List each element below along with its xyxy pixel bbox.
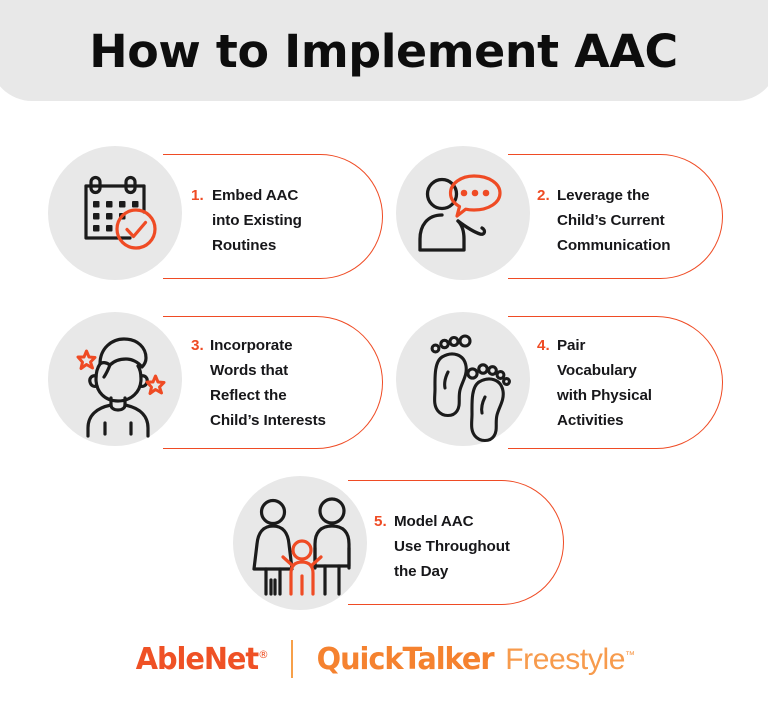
step-line: the Day (394, 563, 449, 580)
step-line: Use Throughout (394, 538, 510, 555)
freestyle-wordmark: Freestyle™ (505, 643, 635, 677)
step-line: Activities (557, 412, 624, 429)
step-icon-circle-4 (396, 312, 530, 446)
step-line: Vocabulary (557, 362, 637, 379)
step-line: Child’s Interests (210, 412, 326, 429)
step-icon-circle-3 (48, 312, 182, 446)
step-line: into Existing (212, 212, 302, 229)
step-pill-2 (508, 154, 723, 279)
step-line: Child’s Current (557, 212, 665, 229)
trademark-icon: ™ (625, 649, 635, 661)
step-icon-circle-5 (233, 476, 367, 610)
step-pill-4 (508, 316, 723, 449)
step-number-2: 2. (537, 187, 550, 204)
footer-logo: AbleNet® QuickTalker Freestyle™ (0, 640, 768, 678)
step-line: with Physical (557, 387, 652, 404)
step-line: Routines (212, 237, 277, 254)
page-title: How to Implement AAC (89, 25, 679, 78)
step-line: Incorporate (210, 337, 293, 354)
step-pill-1 (163, 154, 383, 279)
person-speech-bubble-icon (418, 174, 502, 252)
quicktalker-freestyle-logo: QuickTalker Freestyle™ (313, 642, 635, 677)
step-line: Model AAC (394, 513, 474, 530)
step-line: Pair (557, 337, 586, 354)
child-stars-icon (76, 337, 166, 438)
footprints-icon (430, 334, 511, 443)
step-number-3: 3. (191, 337, 204, 354)
step-line: Leverage the (557, 187, 650, 204)
ablenet-wordmark: AbleNet (135, 641, 259, 677)
step-title-3: Incorporate Words that Reflect the Child… (210, 333, 385, 433)
step-title-2: Leverage the Child’s Current Communicati… (557, 183, 732, 258)
freestyle-text: Freestyle (505, 642, 625, 676)
step-pill-5 (348, 480, 564, 605)
registered-trademark-icon: ® (258, 647, 269, 661)
step-line: Communication (557, 237, 671, 254)
step-title-5: Model AAC Use Throughout the Day (394, 509, 569, 584)
step-number-1: 1. (191, 187, 204, 204)
step-pill-3 (163, 316, 383, 449)
page-header: How to Implement AAC (0, 0, 768, 101)
quicktalker-wordmark: QuickTalker (316, 641, 495, 677)
ablenet-logo: AbleNet® (136, 642, 269, 677)
calendar-check-icon (84, 175, 157, 250)
family-icon (252, 497, 351, 596)
step-number-4: 4. (537, 337, 550, 354)
step-icon-circle-1 (48, 146, 182, 280)
step-icon-circle-2 (396, 146, 530, 280)
step-line: Embed AAC (212, 187, 299, 204)
logo-divider (291, 640, 294, 678)
step-line: Reflect the (210, 387, 287, 404)
step-line: Words that (210, 362, 289, 379)
step-title-1: Embed AAC into Existing Routines (212, 183, 382, 258)
step-number-5: 5. (374, 513, 387, 530)
step-title-4: Pair Vocabulary with Physical Activities (557, 333, 727, 433)
